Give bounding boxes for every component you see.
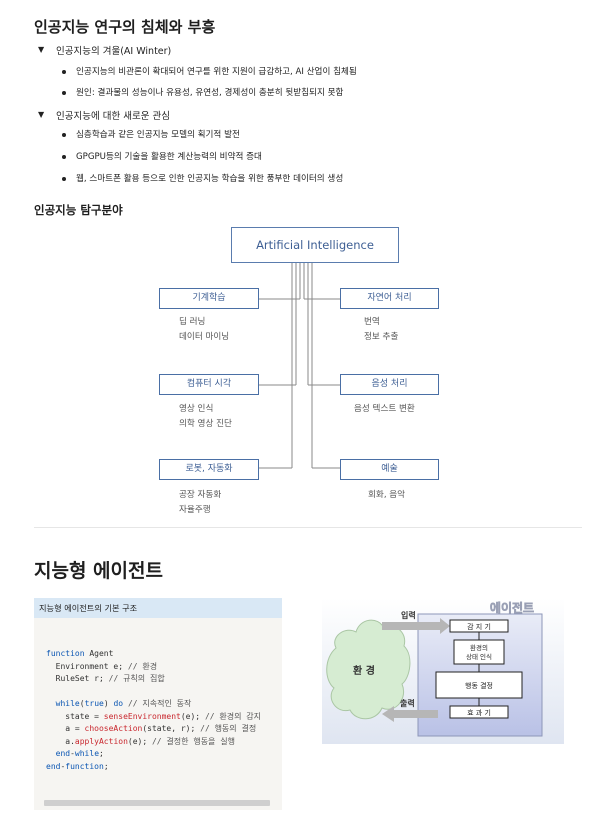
code-token: function — [46, 649, 85, 658]
code-line: state = senseEnvironment(e); // 환경의 감지 — [46, 711, 261, 724]
sensor-label: 감 지 기 — [467, 622, 491, 631]
code-token: state = — [46, 711, 104, 721]
code-line: while(true) do // 지속적인 동작 — [46, 698, 261, 711]
code-token: while — [74, 749, 100, 758]
list-item: 원인: 결과물의 성능이나 유용성, 유연성, 경제성이 충분히 뒷받침되지 못… — [76, 88, 344, 98]
code-token: end — [46, 761, 61, 771]
horizontal-scrollbar[interactable] — [44, 800, 270, 806]
code-token: // 행동의 결정 — [200, 724, 257, 733]
code-token: - — [60, 761, 66, 771]
code-line: end-function; — [46, 761, 261, 774]
node-sub-labels: 딥 러닝 데이터 마이닝 — [179, 317, 230, 342]
toggle-item-label: 인공지능에 대한 새로운 관심 — [56, 111, 170, 122]
code-token: (e); — [127, 736, 152, 746]
node-sub-labels: 회화, 음악 — [368, 490, 406, 500]
decision-label: 행동 결정 — [465, 681, 493, 690]
bullet-icon — [62, 177, 66, 181]
code-token: ; — [103, 761, 109, 771]
state-label-line: 상태 인식 — [466, 652, 492, 661]
node-sub-labels: 공장 자동화 자율주행 — [179, 490, 222, 515]
diagram-connectors — [259, 263, 340, 469]
node-sub-labels: 번역 정보 추출 — [364, 317, 399, 342]
environment-label: 환 경 — [353, 664, 375, 677]
code-line: RuleSet r; // 규칙의 집합 — [46, 673, 261, 686]
code-token: (state, r); — [142, 724, 201, 733]
list-item: 심층학습과 같은 인공지능 모델의 획기적 발전 — [76, 130, 240, 140]
node-nlp: 자연어 처리 — [340, 288, 439, 309]
node-sub-labels: 영상 인식 의학 영상 진단 — [179, 404, 232, 429]
code-token: RuleSet r; — [46, 674, 109, 683]
code-token: // 환경의 감지 — [204, 711, 262, 721]
bullet-icon — [62, 133, 66, 137]
list-item: GPGPU등의 기술을 활용한 계산능력의 비약적 증대 — [76, 152, 262, 162]
code-token: (e); — [180, 711, 205, 721]
code-token: while — [55, 699, 80, 708]
node-robotics: 로봇, 자동화 — [159, 459, 259, 480]
node-artificial-intelligence: Artificial Intelligence — [231, 227, 399, 263]
section-title-intelligent-agent: 지능형 에이전트 — [34, 560, 163, 582]
code-token: senseEnvironment — [103, 711, 181, 721]
state-label-line: 환경의 — [470, 643, 488, 652]
code-token: end — [46, 749, 71, 758]
code-line: Environment e; // 환경 — [46, 661, 261, 674]
code-token — [46, 699, 56, 708]
code-token: do — [113, 699, 124, 708]
code-block[interactable]: 지능형 에이전트의 기본 구조 function Agent Environme… — [34, 598, 282, 810]
section-title-ai-fields: 인공지능 탐구분야 — [34, 203, 123, 217]
code-token: // 규칙의 집합 — [108, 674, 165, 683]
code-line: a = chooseAction(state, r); // 행동의 결정 — [46, 723, 261, 736]
output-arrow-icon — [382, 706, 438, 722]
code-token: function — [65, 761, 104, 771]
code-line: function Agent — [46, 648, 261, 661]
code-token: chooseAction — [84, 724, 143, 733]
list-item: 웹, 스마트폰 활용 등으로 인한 인공지능 학습을 위한 풍부한 데이터의 생… — [76, 174, 344, 184]
code-line: a.applyAction(e); // 결정한 행동을 실행 — [46, 736, 261, 749]
output-label: 출력 — [400, 698, 415, 708]
code-content: function Agent Environment e; // 환경 Rule… — [46, 648, 261, 773]
bullet-icon — [62, 155, 66, 159]
list-item: 인공지능의 비관론이 확대되어 연구를 위한 지원이 급감하고, AI 산업이 … — [76, 67, 357, 77]
toggle-item-label: 인공지능의 겨울(AI Winter) — [56, 46, 172, 57]
code-token: - — [70, 749, 75, 758]
code-token: Environment e; — [46, 661, 128, 671]
code-token: a = — [46, 724, 85, 733]
code-token: applyAction — [74, 736, 128, 746]
ai-fields-diagram: Artificial Intelligence 기계학습 딥 러닝 데이터 마이… — [150, 224, 450, 524]
code-token: ; — [99, 749, 104, 758]
toggle-arrow-icon[interactable]: ▼ — [38, 110, 45, 119]
code-token: ( — [79, 699, 85, 708]
code-line: end-while; — [46, 748, 261, 761]
toggle-arrow-icon[interactable]: ▼ — [38, 45, 45, 54]
code-token: ) — [103, 699, 114, 708]
divider — [34, 527, 582, 528]
input-label: 입력 — [401, 610, 416, 620]
node-speech: 음성 처리 — [340, 374, 439, 395]
input-arrow-icon — [382, 618, 450, 634]
code-token: Agent — [84, 649, 114, 658]
effector-box — [449, 705, 509, 719]
code-line — [46, 686, 261, 699]
code-token: // 결정한 행동을 실행 — [151, 736, 235, 746]
node-art: 예술 — [340, 459, 439, 480]
node-computer-vision: 컴퓨터 시각 — [159, 374, 259, 395]
section-title-ai-winter: 인공지능 연구의 침체와 부흥 — [34, 18, 216, 36]
code-token: true — [84, 699, 104, 708]
node-machine-learning: 기계학습 — [159, 288, 259, 309]
agent-title: 에이전트 — [490, 600, 534, 615]
code-token: a. — [46, 736, 75, 746]
bullet-icon — [62, 91, 66, 95]
node-sub-labels: 음성 텍스트 변환 — [354, 404, 415, 414]
environment-cloud-shape — [326, 619, 411, 720]
effector-label: 효 과 기 — [467, 708, 491, 717]
code-block-title: 지능형 에이전트의 기본 구조 — [34, 598, 282, 618]
bullet-icon — [62, 70, 66, 74]
code-token: // 지속적인 동작 — [127, 699, 192, 708]
code-token: // 환경 — [127, 661, 158, 671]
